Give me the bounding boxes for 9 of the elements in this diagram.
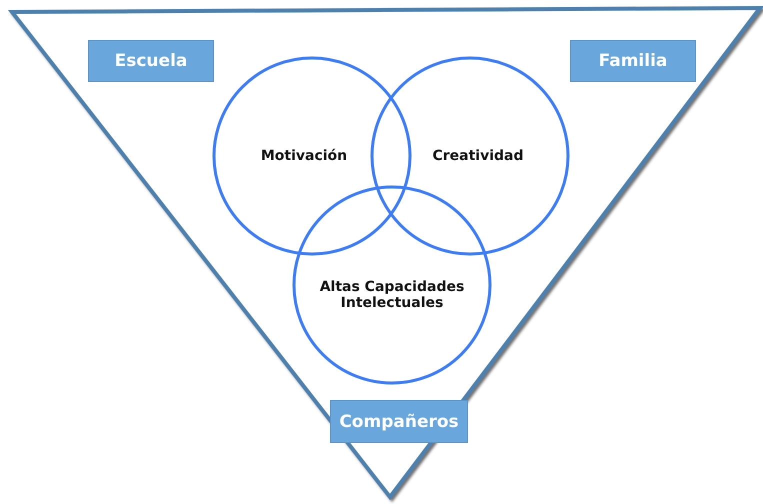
venn-circle <box>292 185 492 385</box>
venn-circle <box>370 56 570 256</box>
label-box: Familia <box>570 40 696 82</box>
label-box: Escuela <box>88 40 214 82</box>
circle-label: Motivación <box>260 148 348 164</box>
circle-label: Creatividad <box>432 148 524 164</box>
venn-circle <box>212 56 412 256</box>
circle-label: Altas Capacidades Intelectuales <box>318 279 466 311</box>
label-box: Compañeros <box>330 400 468 443</box>
